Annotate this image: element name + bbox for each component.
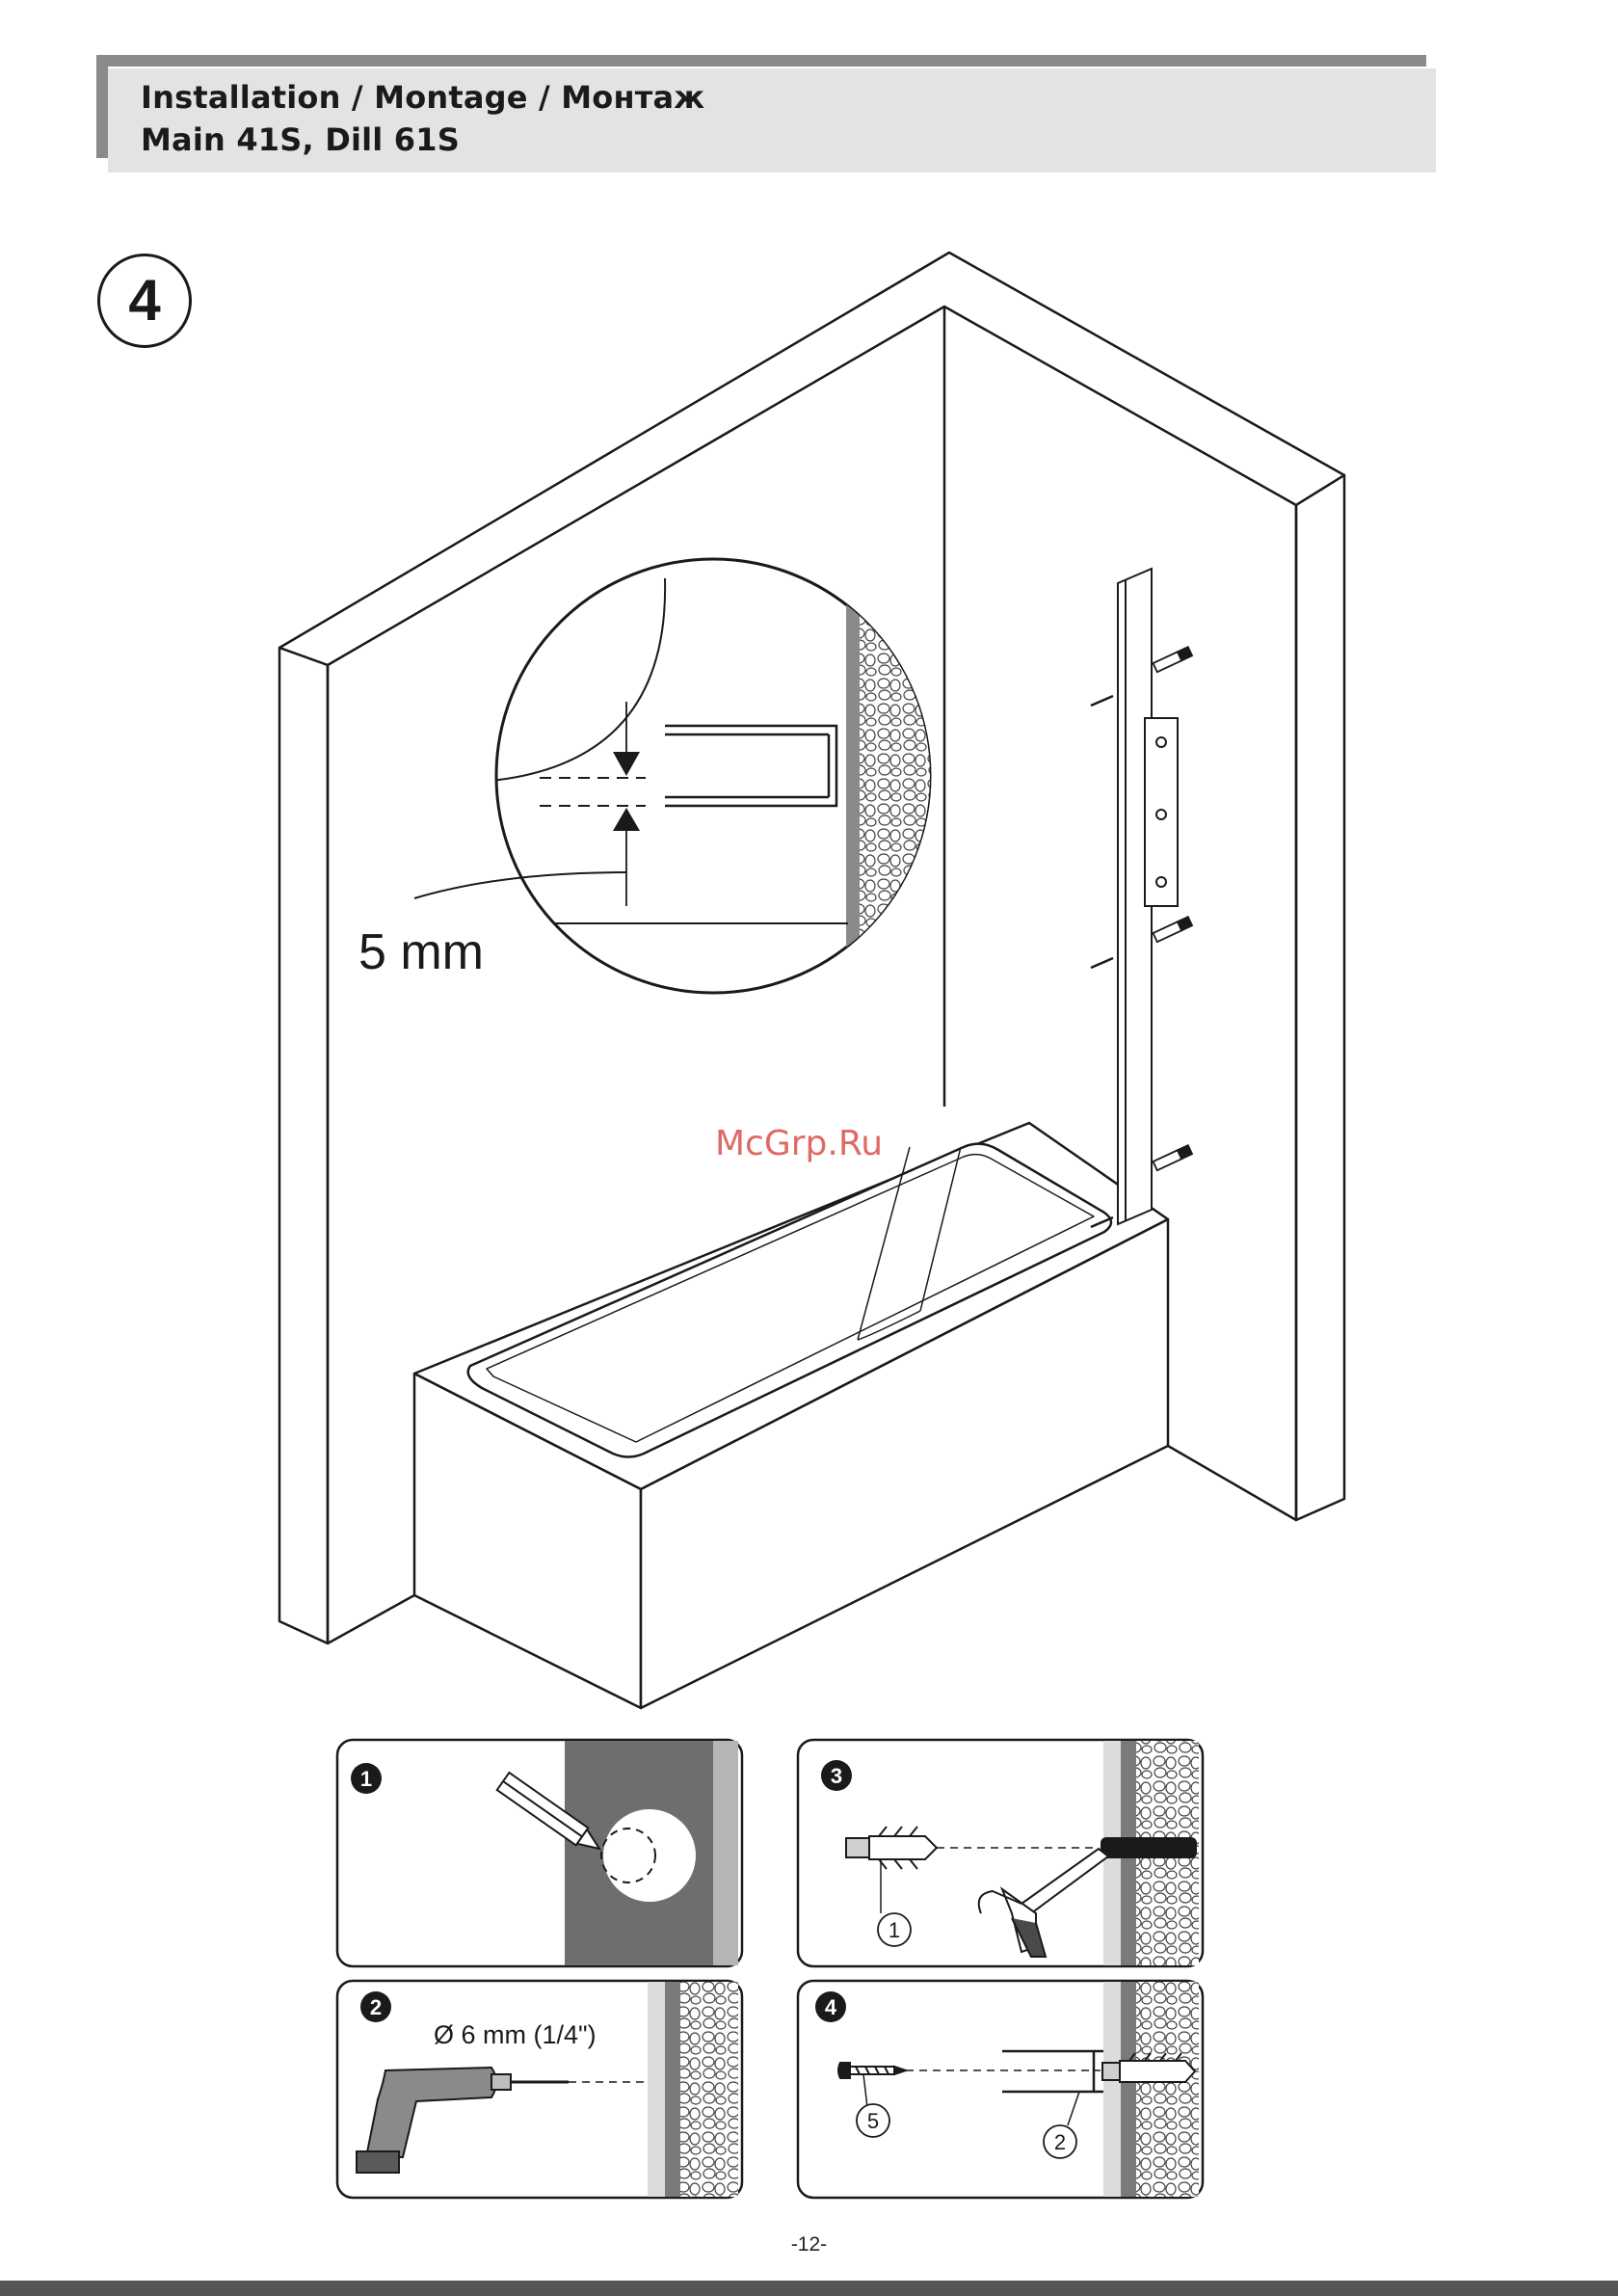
step-panel-1: 1 bbox=[337, 1740, 742, 1966]
bottom-rule bbox=[0, 2281, 1618, 2296]
panel-2-number: 2 bbox=[370, 1995, 382, 2019]
page-number: -12- bbox=[0, 2233, 1618, 2256]
step-panel-3: 1 3 bbox=[798, 1740, 1203, 1966]
panel-3-number: 3 bbox=[831, 1764, 842, 1788]
step-panel-4: 5 2 4 bbox=[798, 1981, 1203, 2198]
drill-size-label: Ø 6 mm (1/4") bbox=[434, 2020, 597, 2049]
panel-1-number: 1 bbox=[360, 1767, 372, 1791]
step-panel-2: 2 Ø 6 mm (1/4") bbox=[337, 1981, 742, 2198]
panel-4-callout-screw: 5 bbox=[867, 2109, 879, 2133]
detail-magnifier: 5 mm bbox=[358, 540, 937, 1002]
detail-dimension-label: 5 mm bbox=[358, 924, 484, 980]
panel-4-callout-profile: 2 bbox=[1054, 2130, 1066, 2154]
panel-3-callout: 1 bbox=[889, 1918, 900, 1942]
panel-4-number: 4 bbox=[825, 1995, 837, 2019]
bathtub bbox=[414, 1123, 1168, 1708]
watermark: McGrp.Ru bbox=[715, 1124, 883, 1163]
